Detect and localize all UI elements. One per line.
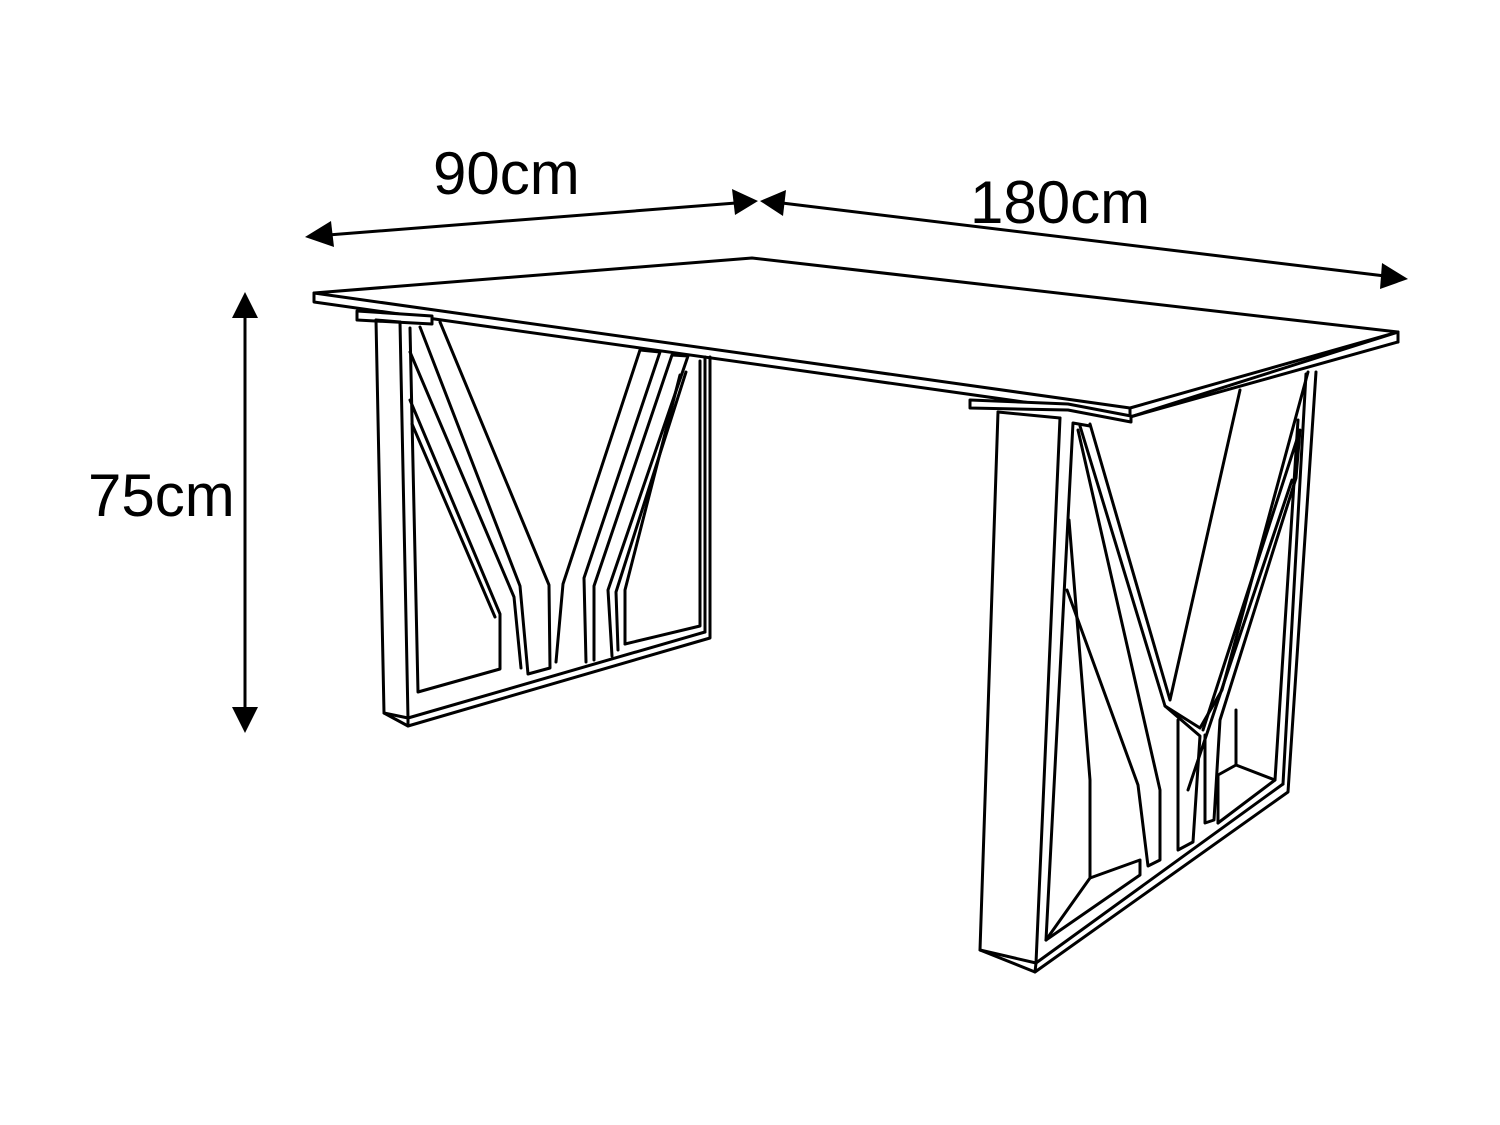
right-leg-frame xyxy=(968,370,1318,974)
table-top xyxy=(312,256,1400,419)
width-dimension-arrow xyxy=(760,190,1408,289)
depth-label: 90cm xyxy=(433,140,580,207)
width-label: 180cm xyxy=(970,169,1151,236)
height-label: 75cm xyxy=(88,462,235,529)
depth-dimension-arrow xyxy=(305,189,758,247)
left-leg-frame xyxy=(355,309,712,728)
height-dimension-arrow xyxy=(232,292,258,733)
